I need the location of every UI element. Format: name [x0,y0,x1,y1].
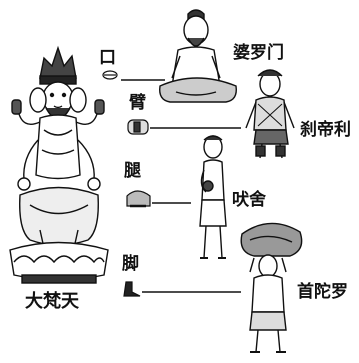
arm-icon [127,119,149,135]
label-foot: 脚 [122,254,139,274]
brahma-figure [9,45,109,284]
kshatriya-figure [245,69,295,159]
label-vaishya: 吠舍 [232,190,266,210]
connector-lines [121,79,241,293]
label-brahmin: 婆罗门 [233,43,284,63]
label-kshatriya: 刹帝利 [300,120,351,140]
leg-icon [126,190,151,208]
label-arm: 臂 [129,93,146,113]
shudra-figure [240,222,303,353]
vaishya-figure [199,135,227,259]
foot-icon [123,281,141,297]
brahmin-figure [159,9,237,103]
label-shudra: 首陀罗 [297,282,348,302]
mouth-icon [102,70,118,80]
label-deity: 大梵天 [25,291,79,312]
label-mouth: 口 [99,48,116,68]
label-leg: 腿 [124,161,141,181]
